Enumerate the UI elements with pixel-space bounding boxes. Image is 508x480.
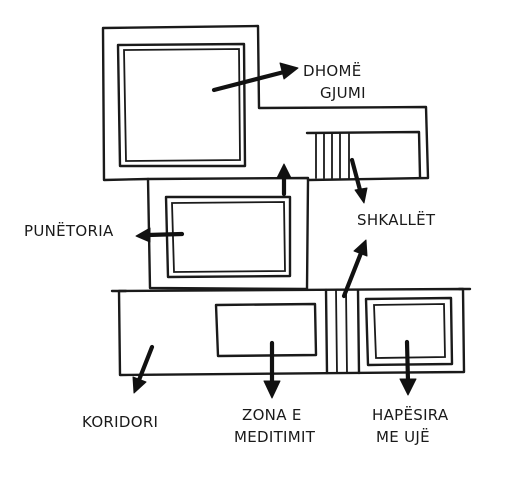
arrow-meditation: [263, 340, 281, 399]
label-meditation-line2: MEDITIMIT: [234, 428, 316, 446]
arrow-stairs-down: [349, 157, 368, 204]
bottom-block-outline: [117, 287, 466, 377]
water-frame-outer: [364, 296, 454, 367]
top-block: [101, 24, 430, 182]
upper-stairs-box: [305, 130, 422, 179]
label-workshop: PUNËTORIA: [24, 221, 114, 240]
arrow-bedroom: [211, 62, 299, 93]
bedroom-frame-inner: [123, 48, 241, 162]
label-bedroom-line2: GJUMI: [320, 84, 366, 102]
arrow-corridor: [132, 344, 155, 394]
top-block-outline: [101, 24, 430, 182]
label-water-line2: ME UJË: [376, 427, 430, 446]
bottom-block: [110, 287, 472, 377]
arrow-workshop: [135, 227, 185, 243]
arrow-up-to-stairs: [276, 163, 292, 197]
meditation-frame: [214, 302, 318, 358]
label-bedroom-line1: DHOMË: [303, 61, 362, 80]
water-frame-inner: [373, 303, 446, 359]
label-water-line1: HAPËSIRA: [372, 405, 449, 424]
label-stairs: SHKALLËT: [357, 210, 436, 229]
label-corridor: KORIDORI: [82, 413, 158, 431]
lower-stairs-lines: [324, 288, 361, 375]
workshop-frame-outer: [164, 195, 292, 279]
arrow-water: [399, 339, 417, 396]
workshop-frame-inner: [171, 201, 286, 273]
arrow-stairs-up-diagonal: [341, 239, 368, 299]
label-meditation-line1: ZONA E: [242, 406, 302, 424]
bedroom-frame-outer: [116, 42, 247, 168]
upper-stairs-treads: [315, 133, 350, 179]
